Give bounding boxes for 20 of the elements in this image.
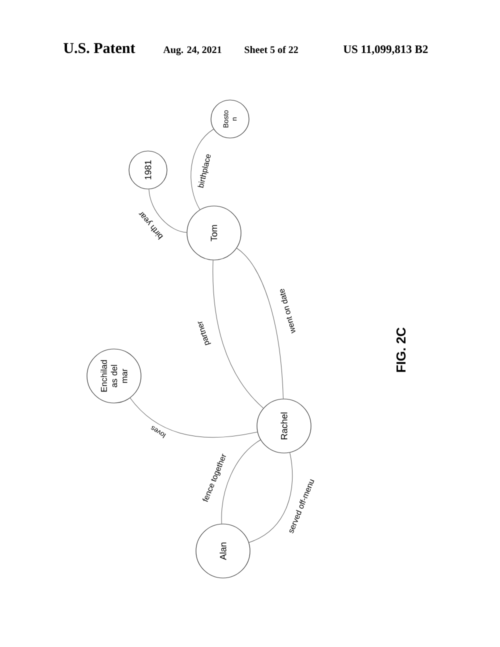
circle-node: Alan xyxy=(196,524,250,578)
curved-line xyxy=(221,440,261,524)
date-text: Aug. 24, 2021 xyxy=(163,46,222,56)
circle-node: 1981 xyxy=(128,150,168,190)
circle-node: Tom xyxy=(186,206,242,260)
edge-label: birthplace xyxy=(196,152,214,190)
curved-line xyxy=(130,398,258,438)
curved-line xyxy=(148,189,187,233)
figure-label: FIG. 2C xyxy=(396,328,406,372)
circle-node: Rachel xyxy=(256,398,312,454)
curved-line xyxy=(248,452,293,543)
edge-label: went on date xyxy=(278,287,296,335)
circle-node: Enchilad as del mar xyxy=(86,348,142,404)
curved-line xyxy=(190,128,214,210)
curved-line xyxy=(236,248,284,399)
edge-label: partner xyxy=(196,319,212,347)
patent-number: US 11,099,813 B2 xyxy=(344,45,428,55)
sheet-number: Sheet 5 of 22 xyxy=(244,46,298,54)
patent-title: U.S. Patent xyxy=(64,43,136,54)
curved-line xyxy=(212,260,264,408)
